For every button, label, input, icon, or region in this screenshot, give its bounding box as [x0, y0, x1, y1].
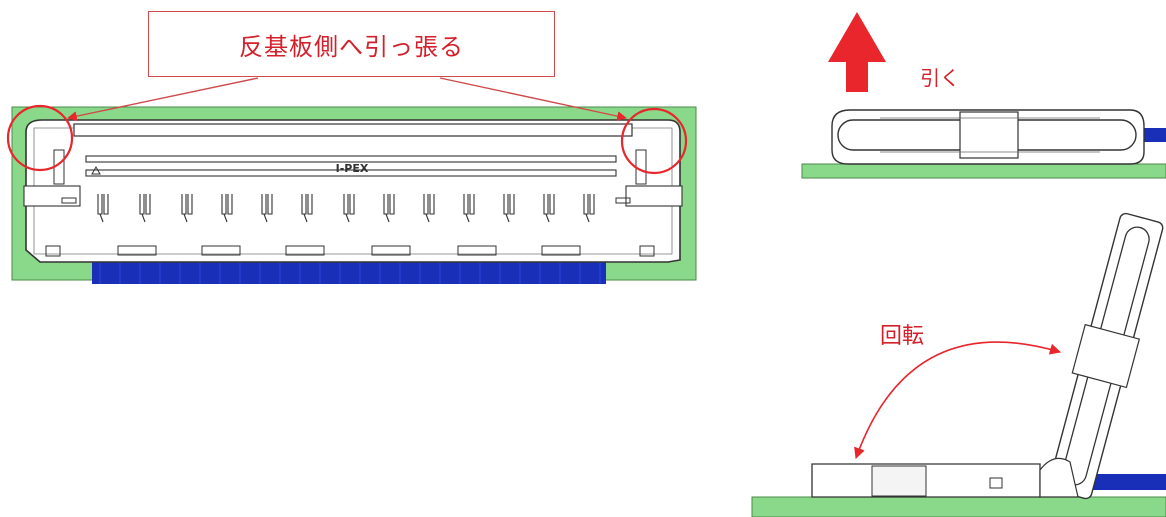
callout-arrow-left [67, 77, 259, 121]
pull-up-arrow [828, 12, 886, 92]
connector-housing [25, 119, 681, 263]
right-corner-highlight [620, 107, 688, 175]
connector-top-view: I-PEX [6, 77, 697, 284]
side-view-rotate [751, 212, 1166, 517]
callout-text: 反基板側へ引っ張る [239, 32, 464, 61]
brand-label: I-PEX [336, 162, 369, 175]
left-corner-highlight [6, 104, 74, 172]
rotate-arrow [854, 341, 1062, 460]
flex-cable [92, 262, 606, 284]
callout-arrow-right [439, 77, 627, 121]
pull-label: 引く [920, 66, 960, 90]
callout-box: 反基板側へ引っ張る [148, 11, 555, 77]
side-view-pull [801, 12, 1166, 179]
